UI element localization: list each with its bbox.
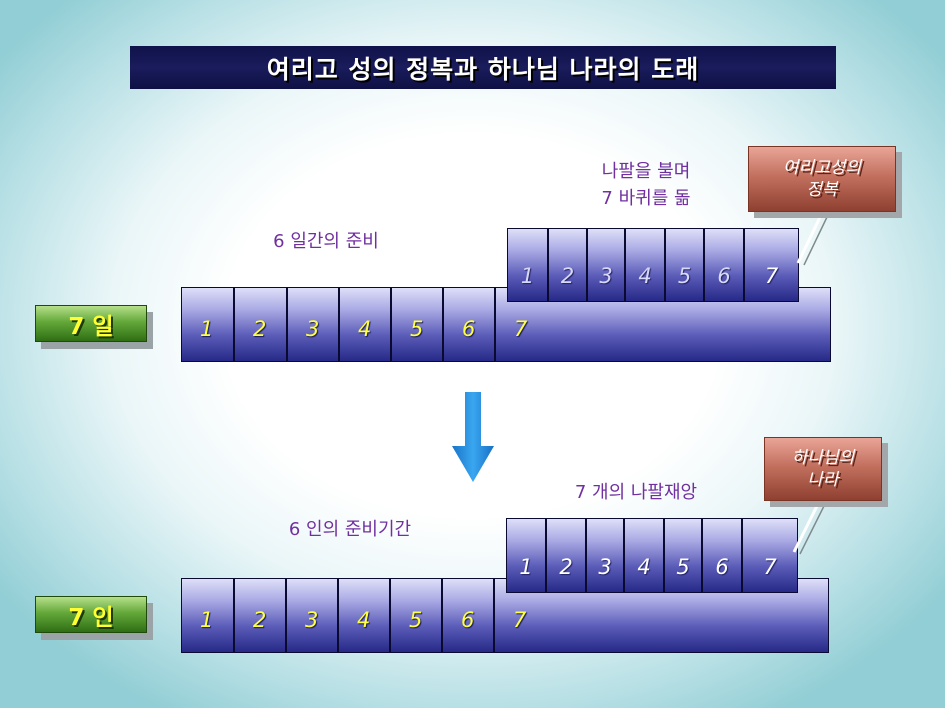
- bottom-base-cell-1: 1: [181, 578, 234, 653]
- top-upper-cell-5: 5: [665, 228, 704, 302]
- bottom-base-cell-4: 4: [338, 578, 390, 653]
- bottom-upper-cell-6: 6: [702, 518, 742, 593]
- bottom-upper-cell-4: 4: [624, 518, 664, 593]
- top-callout-line2: 정복: [806, 180, 838, 200]
- bottom-upper-cell-1: 1: [506, 518, 546, 593]
- top-base-cell-5: 5: [391, 287, 443, 362]
- down-arrow-icon: [452, 392, 494, 482]
- bottom-upper-cell-2: 2: [546, 518, 586, 593]
- top-base-cell-3: 3: [287, 287, 339, 362]
- bottom-base-cell-3: 3: [286, 578, 338, 653]
- bottom-callout-pointer: [792, 503, 825, 555]
- bottom-upper-cell-3: 3: [586, 518, 624, 593]
- bottom-callout: 하나님의 나라: [764, 437, 882, 501]
- top-callout-pointer: [796, 212, 829, 266]
- bottom-base-cell-2: 2: [234, 578, 286, 653]
- bottom-prep-label: 6 인의 준비기간: [288, 519, 412, 540]
- bottom-upper-cell-7: 7: [742, 518, 798, 593]
- top-action-label: 나팔을 불며 7 바퀴를 돎: [566, 158, 726, 212]
- top-base-cell-2: 2: [234, 287, 287, 362]
- top-upper-cell-1: 1: [507, 228, 548, 302]
- top-base-cell-4: 4: [339, 287, 391, 362]
- top-upper-cell-6: 6: [704, 228, 744, 302]
- top-base-cell-1: 1: [181, 287, 234, 362]
- top-upper-cell-3: 3: [587, 228, 625, 302]
- bottom-upper-cell-5: 5: [664, 518, 702, 593]
- top-upper-cell-2: 2: [548, 228, 587, 302]
- bottom-action-label: 7 개의 나팔재앙: [574, 482, 698, 503]
- top-action-label-line2: 7 바퀴를 돎: [601, 188, 691, 209]
- top-upper-cell-4: 4: [625, 228, 665, 302]
- seven-days-badge: 7 일: [35, 305, 147, 342]
- bottom-callout-line2: 나라: [807, 470, 839, 490]
- top-callout: 여리고성의 정복: [748, 146, 896, 212]
- top-base-cell-6: 6: [443, 287, 495, 362]
- page-title: 여리고 성의 정복과 하나님 나라의 도래: [130, 46, 836, 89]
- top-upper-cell-7: 7: [744, 228, 799, 302]
- top-action-label-line1: 나팔을 불며: [601, 161, 691, 182]
- seven-seals-badge: 7 인: [35, 596, 147, 633]
- top-prep-label: 6 일간의 준비: [273, 231, 379, 252]
- bottom-base-cell-6: 6: [442, 578, 494, 653]
- bottom-callout-line1: 하나님의: [791, 448, 855, 468]
- bottom-base-cell-5: 5: [390, 578, 442, 653]
- top-callout-line1: 여리고성의: [782, 158, 862, 178]
